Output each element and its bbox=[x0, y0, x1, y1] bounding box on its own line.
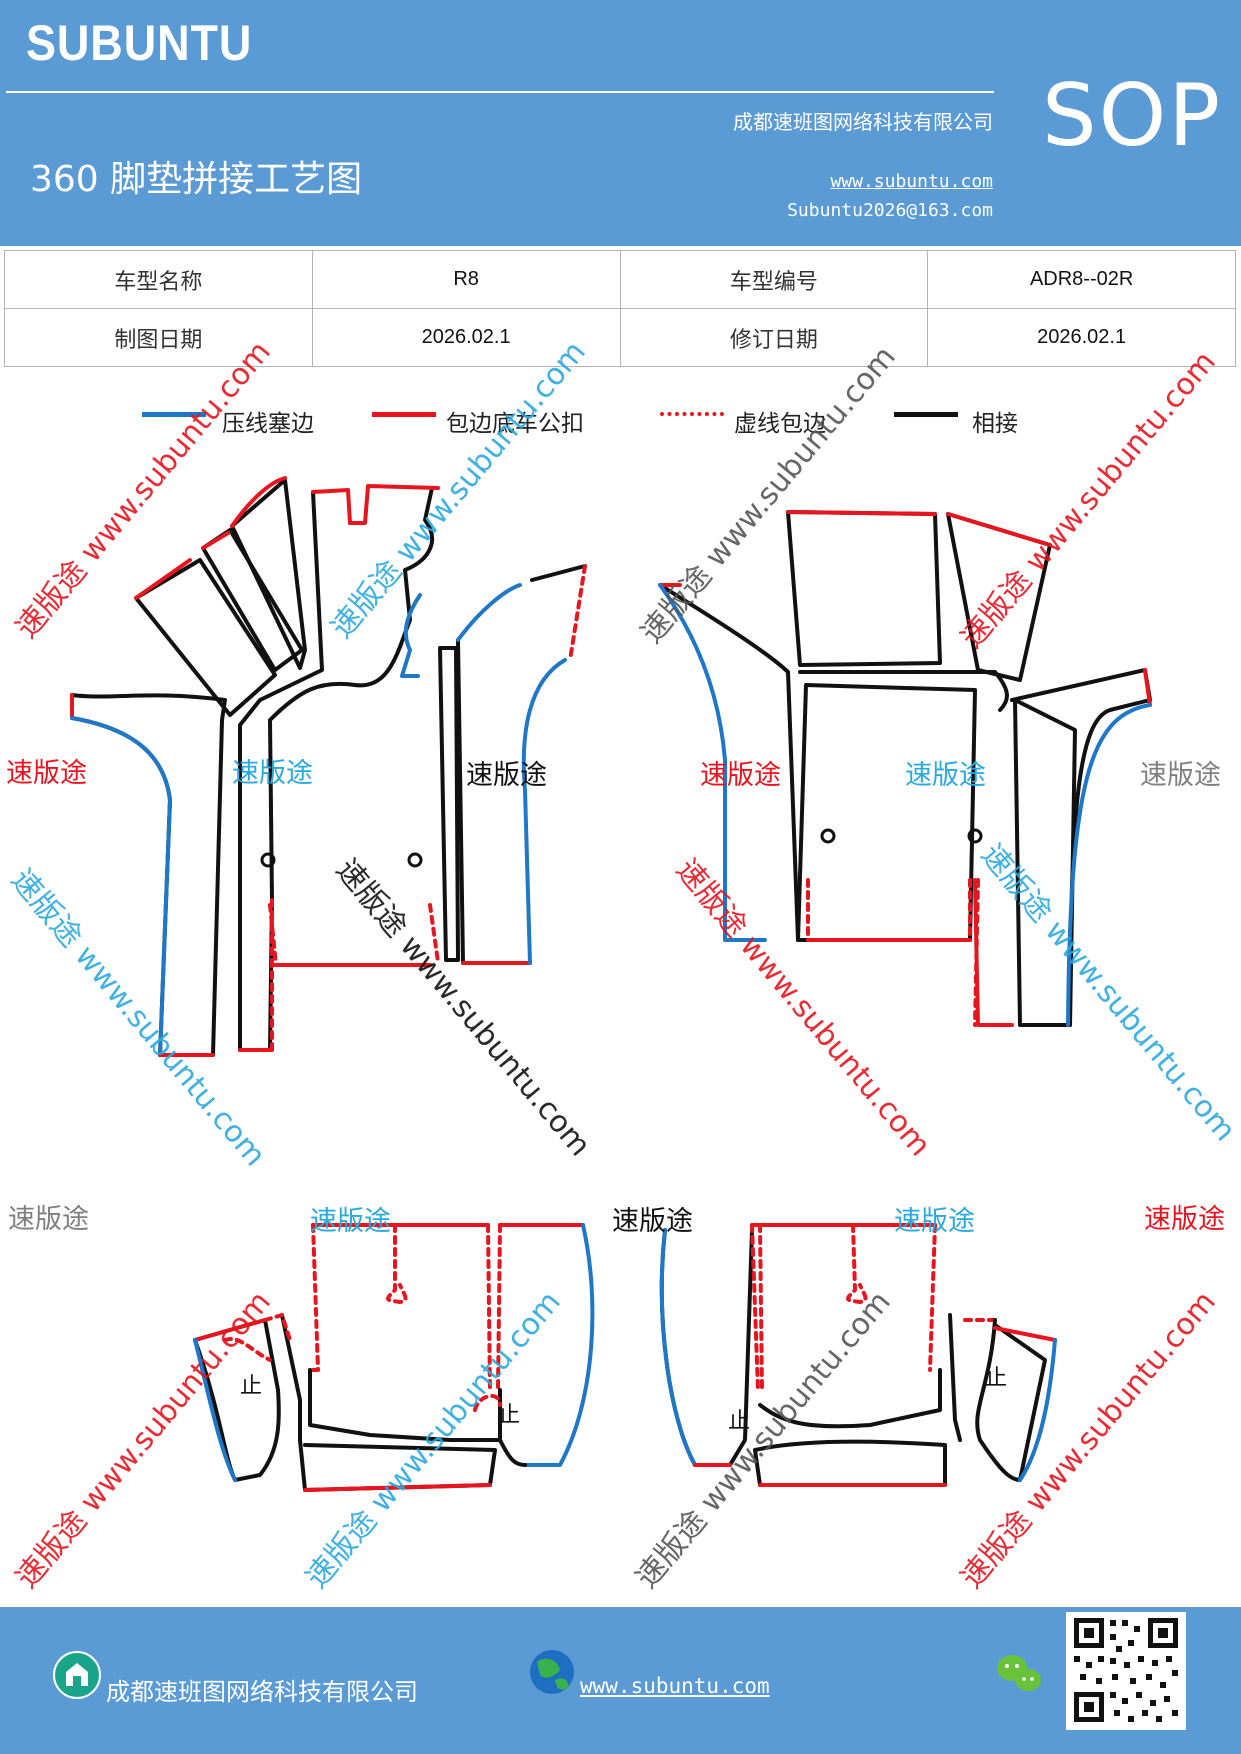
area-label: 速版途 bbox=[700, 760, 781, 791]
stop-mark: 止 bbox=[498, 1403, 520, 1428]
revise-date-label: 修订日期 bbox=[619, 308, 929, 367]
front-left-mat bbox=[70, 476, 587, 1057]
legend-label-dotted-edge: 虚线包边 bbox=[734, 411, 826, 437]
header-banner bbox=[0, 0, 1241, 246]
area-label: 速版途 bbox=[232, 758, 313, 789]
model-name-label: 车型名称 bbox=[4, 250, 313, 309]
legend-swatch-blue bbox=[142, 412, 206, 417]
area-label: 速版途 bbox=[8, 1204, 89, 1235]
legend-swatch-red-dotted bbox=[660, 412, 724, 416]
rear-right-mat bbox=[659, 1223, 1057, 1487]
watermark: 速版途 www.subuntu.com bbox=[4, 863, 273, 1174]
model-code-value: ADR8--02R bbox=[927, 250, 1236, 309]
watermark: 速版途 www.subuntu.com bbox=[324, 335, 593, 646]
area-label: 速版途 bbox=[1144, 1204, 1225, 1235]
qr-code-pattern bbox=[1074, 1618, 1178, 1722]
watermark: 速版途 www.subuntu.com bbox=[634, 340, 903, 651]
area-label: 速版途 bbox=[1140, 760, 1221, 791]
stop-mark: 止 bbox=[728, 1409, 750, 1434]
stop-mark: 止 bbox=[985, 1366, 1007, 1391]
info-table: 车型名称 R8 车型编号 ADR8--02R 制图日期 2026.02.1 修订… bbox=[4, 250, 1236, 367]
area-label: 速版途 bbox=[894, 1206, 975, 1237]
rear-left-mat bbox=[193, 1223, 595, 1492]
legend-label-joint: 相接 bbox=[972, 411, 1018, 437]
legend-swatch-red bbox=[372, 412, 436, 417]
legend-label-edge-buckle: 包边底车公扣 bbox=[446, 411, 584, 437]
revise-date-value: 2026.02.1 bbox=[927, 308, 1236, 367]
area-label: 速版途 bbox=[612, 1206, 693, 1237]
header-website-link[interactable]: www.subuntu.com bbox=[830, 171, 993, 192]
area-label: 速版途 bbox=[310, 1206, 391, 1237]
draw-date-label: 制图日期 bbox=[4, 308, 313, 367]
model-code-label: 车型编号 bbox=[619, 250, 929, 309]
area-label: 速版途 bbox=[466, 760, 547, 791]
watermark: 速版途 www.subuntu.com bbox=[299, 1285, 568, 1596]
footer-company: 成都速班图网络科技有限公司 bbox=[106, 1678, 418, 1706]
header-company: 成都速班图网络科技有限公司 bbox=[733, 110, 993, 134]
header-email: Subuntu2026@163.com bbox=[787, 200, 993, 221]
legend-swatch-black bbox=[894, 412, 958, 417]
watermark: 速版途 www.subuntu.com bbox=[669, 853, 938, 1164]
stop-mark: 止 bbox=[240, 1374, 262, 1399]
area-label: 速版途 bbox=[905, 760, 986, 791]
sop-mark: SOP bbox=[1042, 66, 1223, 166]
model-name-value: R8 bbox=[311, 250, 621, 309]
watermark: 速版途 www.subuntu.com bbox=[9, 335, 278, 646]
area-label: 速版途 bbox=[6, 758, 87, 789]
table-row: 制图日期 2026.02.1 修订日期 2026.02.1 bbox=[4, 308, 1236, 367]
qr-code bbox=[1066, 1612, 1186, 1730]
front-right-mat bbox=[658, 510, 1152, 1027]
table-row: 车型名称 R8 车型编号 ADR8--02R bbox=[4, 250, 1236, 309]
watermark: 速版途 www.subuntu.com bbox=[974, 838, 1241, 1149]
draw-date-value: 2026.02.1 bbox=[311, 308, 621, 367]
header-divider bbox=[6, 91, 994, 93]
page-title: 360 脚垫拼接工艺图 bbox=[30, 159, 363, 200]
footer-website-link[interactable]: www.subuntu.com bbox=[580, 1674, 770, 1698]
brand-logo: SUBUNTU bbox=[26, 15, 253, 71]
watermark: 速版途 www.subuntu.com bbox=[9, 1285, 278, 1596]
watermark: 速版途 www.subuntu.com bbox=[954, 345, 1223, 656]
legend-label-press-line: 压线塞边 bbox=[222, 411, 314, 437]
